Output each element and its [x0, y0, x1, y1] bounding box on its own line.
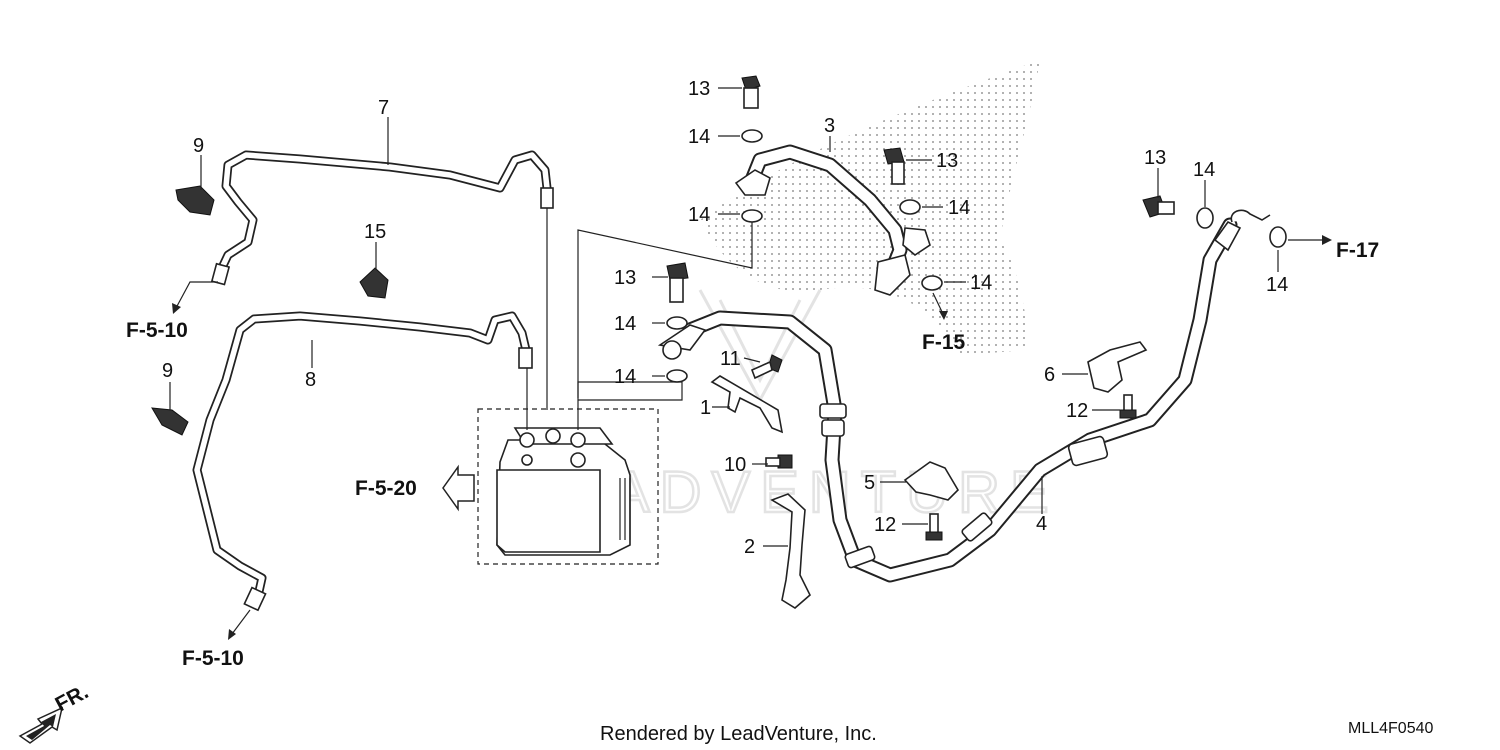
ref-f-15: F-15 — [922, 331, 966, 354]
clip-9-lower — [151, 407, 189, 436]
callout-6: 6 — [1044, 364, 1055, 386]
callout-14-f: 14 — [614, 366, 636, 388]
callout-7: 7 — [378, 97, 389, 119]
clamp-6 — [1087, 341, 1148, 393]
bracket-2 — [770, 493, 811, 609]
rendered-by-credit: Rendered by LeadVenture, Inc. — [600, 723, 877, 745]
front-direction-arrow — [18, 706, 64, 744]
callout-9-top: 9 — [193, 135, 204, 157]
f-5-20-arrow — [442, 464, 475, 512]
ref-f-17: F-17 — [1336, 239, 1379, 262]
callout-9-lower: 9 — [162, 360, 173, 382]
footer: Rendered by LeadVenture, Inc. MLL4F0540 — [600, 720, 1433, 745]
abs-modulator-assembly — [477, 408, 659, 565]
bracket-1 — [710, 375, 784, 434]
bolt-13-mid — [883, 147, 905, 185]
callout-13-right: 13 — [1144, 147, 1166, 169]
bolt-12-lower — [925, 513, 943, 541]
callout-14-b: 14 — [688, 204, 710, 226]
bolt-13-top — [741, 75, 761, 109]
clip-15 — [359, 267, 389, 299]
ref-f-5-20: F-5-20 — [355, 477, 417, 500]
callout-14-c: 14 — [948, 197, 970, 219]
callout-14-e: 14 — [614, 313, 636, 335]
brake-hose-3 — [734, 144, 931, 296]
callout-10: 10 — [724, 454, 746, 476]
brake-hose-4 — [657, 209, 1271, 583]
callout-13-left: 13 — [614, 267, 636, 289]
brake-pipe-8 — [192, 311, 533, 612]
bolt-13-left — [666, 262, 689, 303]
callout-14-g: 14 — [1193, 159, 1215, 181]
bolt-10 — [765, 454, 793, 469]
bolt-11 — [750, 354, 783, 380]
clamp-5 — [903, 461, 960, 501]
washers-14 — [666, 129, 1287, 383]
ref-f-5-10-bottom: F-5-10 — [182, 647, 244, 670]
callout-15: 15 — [364, 221, 386, 243]
callout-13-mid: 13 — [936, 150, 958, 172]
diagram-code: MLL4F0540 — [1348, 720, 1433, 737]
callouts: 7 9 15 8 9 13 14 3 13 14 14 13 14 14 11 … — [162, 78, 1288, 558]
callout-14-d: 14 — [970, 272, 992, 294]
ref-f-5-10-top: F-5-10 — [126, 319, 188, 342]
callout-13-top: 13 — [688, 78, 710, 100]
callout-14-a: 14 — [688, 126, 710, 148]
callout-2: 2 — [744, 536, 755, 558]
callout-1: 1 — [700, 397, 711, 419]
brake-pipe-7 — [210, 150, 554, 410]
callout-12-upper: 12 — [1066, 400, 1088, 422]
callout-12-lower: 12 — [874, 514, 896, 536]
callout-4: 4 — [1036, 513, 1047, 535]
bolt-13-right — [1142, 195, 1175, 218]
callout-3: 3 — [824, 115, 835, 137]
bolt-12-upper — [1119, 394, 1137, 419]
callout-8: 8 — [305, 369, 316, 391]
clip-9-top — [175, 185, 215, 216]
callout-14-h: 14 — [1266, 274, 1288, 296]
leader-lines — [169, 87, 1332, 640]
callout-5: 5 — [864, 472, 875, 494]
callout-11: 11 — [720, 348, 741, 370]
cross-references: F-5-10 F-5-10 F-5-20 F-15 F-17 FR. — [52, 239, 1380, 716]
